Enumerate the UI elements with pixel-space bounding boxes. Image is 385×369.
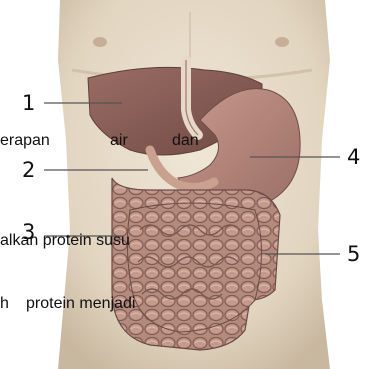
overlay-text-line3-left: h [0, 296, 9, 312]
overlay-text-line3-right: protein menjadi [26, 296, 135, 312]
small-intestine [127, 203, 261, 332]
left-nipple [93, 37, 107, 47]
label-5: 5 [347, 244, 360, 265]
label-2: 2 [22, 160, 35, 181]
right-nipple [275, 37, 289, 47]
label-4: 4 [347, 147, 360, 168]
label-1: 1 [22, 93, 35, 114]
overlay-text-line1-right: dan [172, 133, 199, 149]
overlay-text-line1-left: erapan [0, 133, 50, 149]
overlay-text-line2: alkan protein susu [0, 233, 130, 249]
overlay-text-line1-mid: air [110, 133, 128, 149]
